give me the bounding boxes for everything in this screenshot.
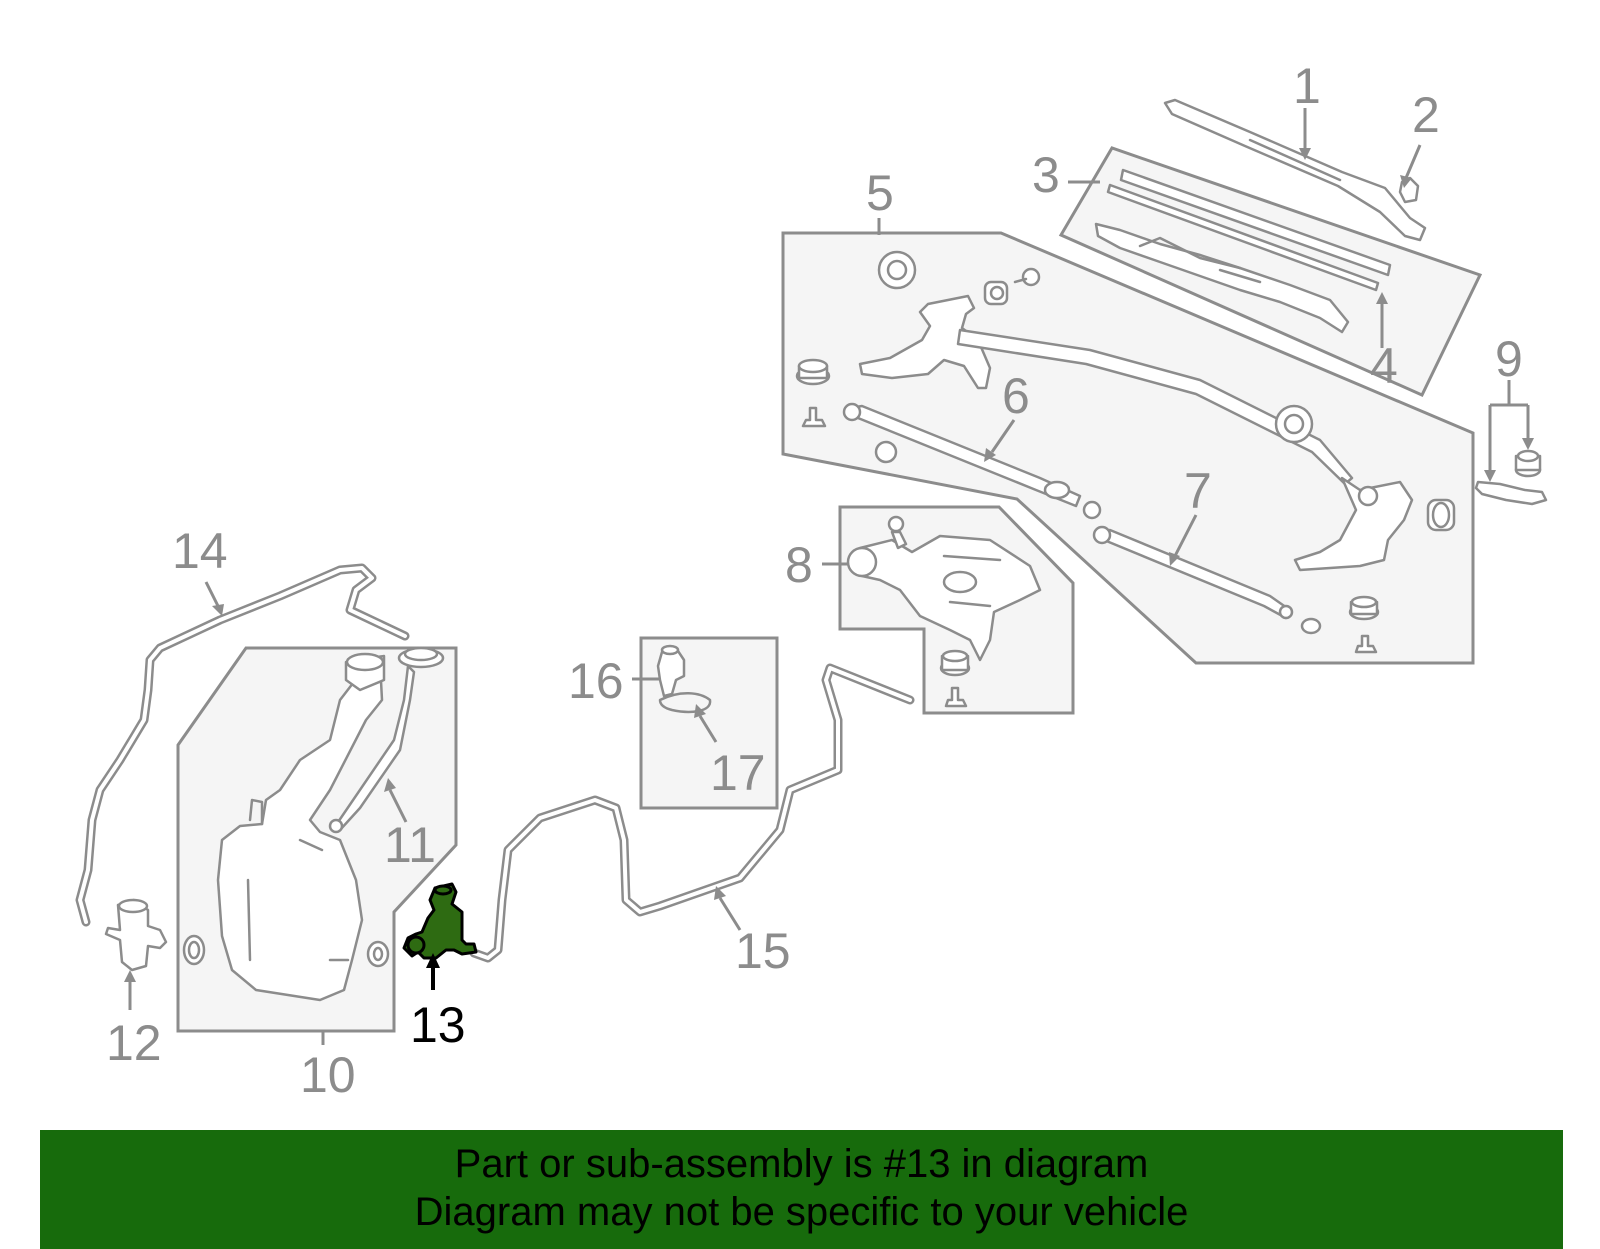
mount-rubber	[795, 358, 831, 386]
footer-line-disclaimer: Diagram may not be specific to your vehi…	[414, 1190, 1189, 1234]
footer-banner: Part or sub-assembly is #13 in diagram D…	[40, 1130, 1563, 1249]
mount-bolt	[801, 406, 827, 428]
callout-1: 1	[1293, 58, 1321, 114]
callout-15: 15	[735, 923, 791, 979]
callout-14: 14	[172, 523, 228, 579]
callout-10: 10	[300, 1047, 356, 1103]
callout-6: 6	[1002, 368, 1030, 424]
callout-12: 12	[106, 1015, 162, 1071]
washer-hose-15	[469, 663, 915, 963]
pump-grommet	[182, 934, 206, 966]
callout-2: 2	[1412, 87, 1440, 143]
motor-bolt	[887, 515, 908, 550]
filler-neck	[328, 646, 445, 834]
grommet	[1274, 404, 1314, 444]
callout-4: 4	[1370, 338, 1398, 394]
nut	[874, 440, 898, 464]
mount-bolt	[1354, 634, 1378, 654]
callout-9: 9	[1495, 331, 1523, 387]
wiper-motor	[846, 515, 1042, 708]
washer-hose-14	[75, 563, 410, 927]
link-rod-6	[842, 402, 1102, 520]
wiper-arm	[1163, 98, 1427, 242]
mount-rubber	[1348, 595, 1380, 621]
callout-5: 5	[866, 165, 894, 221]
wiper-blade	[1094, 168, 1392, 334]
callout-3: 3	[1032, 147, 1060, 203]
bushing	[1426, 498, 1456, 532]
link-rod-7	[1092, 525, 1322, 635]
footer-line-part: Part or sub-assembly is #13 in diagram	[454, 1142, 1149, 1186]
washer-nozzle	[656, 644, 686, 698]
bushing	[983, 280, 1009, 306]
motor-mount-bolt	[944, 686, 968, 708]
washer-pump-12	[104, 898, 168, 972]
bolt	[1013, 267, 1041, 287]
leader-lines	[124, 108, 1534, 1045]
washer-pump-13	[402, 882, 478, 960]
motor-mount-rubber	[939, 649, 971, 677]
reservoir-grommet	[366, 940, 390, 968]
callout-11: 11	[384, 817, 436, 873]
wiper-linkage	[795, 250, 1456, 654]
grommet	[877, 250, 917, 290]
cowl-bracket	[1474, 449, 1548, 506]
callout-8: 8	[785, 537, 813, 593]
callout-16: 16	[568, 653, 624, 709]
parts-diagram: 1 2 3 4 5 6 7 8 9 10 11 12 13 14 15 16 1…	[75, 58, 1548, 1103]
callout-7: 7	[1184, 463, 1212, 519]
callout-17: 17	[710, 745, 766, 801]
bracket-clip	[1514, 449, 1542, 478]
washer-reservoir	[216, 652, 386, 1002]
callout-13: 13	[410, 997, 466, 1053]
